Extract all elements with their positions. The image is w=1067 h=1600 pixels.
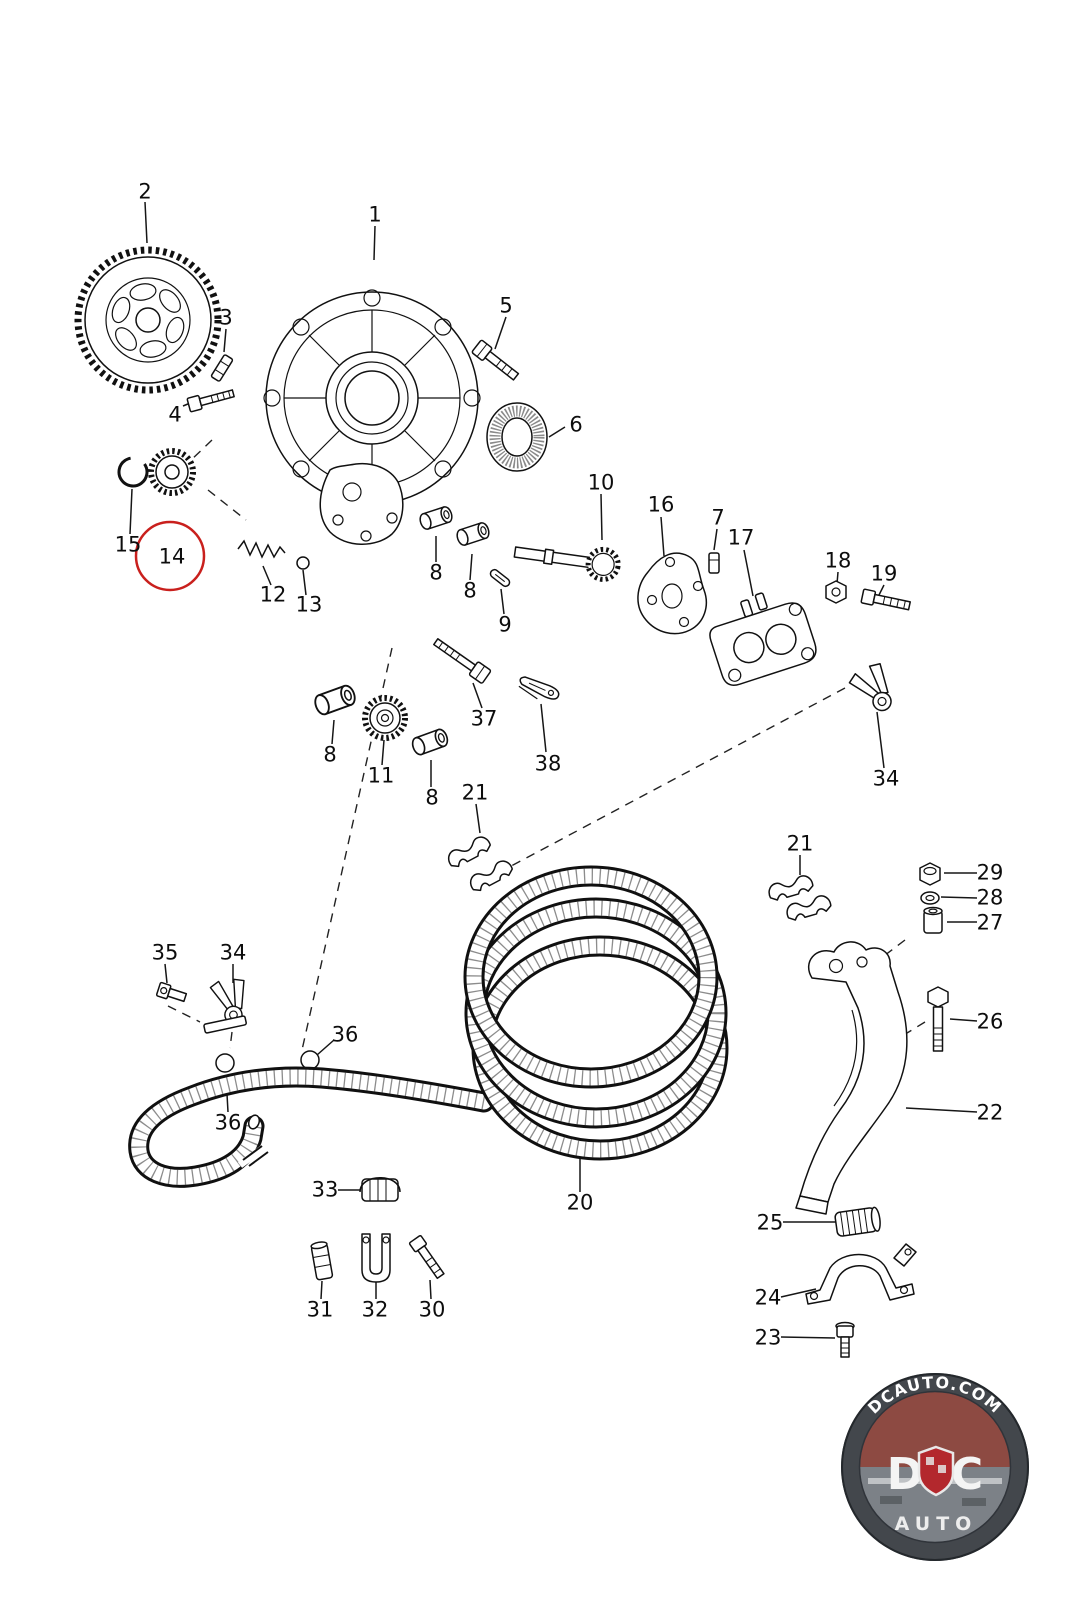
line-clamp-21a <box>447 836 491 868</box>
part-label-14-highlighted[interactable]: 14 <box>158 544 186 569</box>
logo-word-auto: AUTO <box>895 1513 978 1535</box>
part-label-10[interactable]: 10 <box>587 470 615 495</box>
line-clamp-21d <box>786 895 832 921</box>
fork-bracket-34a <box>848 663 892 712</box>
part-label-17[interactable]: 17 <box>727 525 755 550</box>
part-label-16[interactable]: 16 <box>647 492 675 517</box>
part-label-12[interactable]: 12 <box>259 582 287 607</box>
part-label-11[interactable]: 11 <box>367 763 395 788</box>
rubber-sleeve-25 <box>834 1206 881 1237</box>
bushing-8c <box>314 684 356 716</box>
part-label-37[interactable]: 37 <box>470 706 498 731</box>
retainer-clip <box>518 676 560 700</box>
part-label-21a[interactable]: 21 <box>461 780 489 805</box>
part-label-19[interactable]: 19 <box>870 561 898 586</box>
part-label-32[interactable]: 32 <box>361 1297 389 1322</box>
check-ball <box>296 556 310 570</box>
part-label-2[interactable]: 2 <box>138 179 152 204</box>
radial-seal-ring <box>486 402 548 472</box>
camshaft-sprocket <box>74 246 222 394</box>
line-clamp-21b <box>469 860 513 892</box>
bolt-35 <box>155 981 188 1003</box>
part-label-15[interactable]: 15 <box>114 532 142 557</box>
part-label-8a[interactable]: 8 <box>429 560 443 585</box>
part-label-23[interactable]: 23 <box>754 1325 782 1350</box>
highlight-circle-part-14 <box>134 520 206 592</box>
part-label-38[interactable]: 38 <box>534 751 562 776</box>
part-label-35[interactable]: 35 <box>151 940 179 965</box>
part-label-13[interactable]: 13 <box>295 592 323 617</box>
part-label-34a[interactable]: 34 <box>872 766 900 791</box>
bolt-23 <box>835 1321 855 1358</box>
logo-letter-c: C <box>951 1449 983 1500</box>
washer-28 <box>920 891 940 905</box>
mount-plate <box>203 1015 247 1034</box>
line-clamp-21c <box>768 875 814 901</box>
part-label-30[interactable]: 30 <box>418 1297 446 1322</box>
woodruff-key <box>489 568 511 588</box>
part-label-9[interactable]: 9 <box>498 612 512 637</box>
o-ring-36b <box>215 1053 235 1073</box>
part-label-3[interactable]: 3 <box>219 305 233 330</box>
bolt-5 <box>471 339 520 381</box>
pump-drive-shaft <box>513 546 621 582</box>
support-bracket <box>795 941 908 1215</box>
dowel-pin <box>210 354 234 382</box>
roller-pin <box>708 552 720 574</box>
part-label-21b[interactable]: 21 <box>786 831 814 856</box>
part-label-27[interactable]: 27 <box>976 910 1004 935</box>
part-label-25[interactable]: 25 <box>756 1210 784 1235</box>
part-label-8d[interactable]: 8 <box>425 785 439 810</box>
clevis-bracket-32 <box>361 1233 391 1283</box>
part-label-22[interactable]: 22 <box>976 1100 1004 1125</box>
nut-18 <box>825 580 847 604</box>
bolt-30 <box>408 1234 445 1280</box>
pump-gasket <box>637 552 708 635</box>
oil-pump-housing <box>709 592 817 686</box>
bushing-27 <box>923 906 943 934</box>
idler-gear <box>362 695 408 741</box>
screw-37 <box>433 638 492 684</box>
part-label-1[interactable]: 1 <box>368 202 382 227</box>
part-label-20[interactable]: 20 <box>566 1190 594 1215</box>
rubber-clamp-33 <box>359 1177 401 1202</box>
dc-auto-logo: DCAUTO.COM D C AUTO <box>841 1373 1029 1561</box>
bolt-4 <box>186 389 235 413</box>
part-label-36b[interactable]: 36 <box>214 1110 242 1135</box>
part-label-33[interactable]: 33 <box>311 1177 339 1202</box>
part-label-29[interactable]: 29 <box>976 860 1004 885</box>
logo-shield-icon <box>917 1445 955 1497</box>
part-label-4[interactable]: 4 <box>168 402 182 427</box>
bolt-19 <box>860 588 911 611</box>
part-label-6[interactable]: 6 <box>569 412 583 437</box>
part-label-24[interactable]: 24 <box>754 1285 782 1310</box>
logo-letter-d: D <box>887 1449 924 1500</box>
spring <box>237 539 286 559</box>
bushing-8d <box>411 728 449 756</box>
bolt-26 <box>927 986 949 1052</box>
timing-cover-plate <box>263 289 481 545</box>
lock-nut-29 <box>919 862 941 886</box>
oil-pump-drive-gear <box>148 448 196 496</box>
spacer-sleeve-31 <box>310 1241 334 1281</box>
part-label-36a[interactable]: 36 <box>331 1022 359 1047</box>
snap-ring <box>117 456 149 488</box>
part-label-7[interactable]: 7 <box>711 505 725 530</box>
part-label-26[interactable]: 26 <box>976 1009 1004 1034</box>
part-label-31[interactable]: 31 <box>306 1297 334 1322</box>
oil-cooler-line <box>128 865 729 1188</box>
o-ring-36a <box>300 1050 320 1070</box>
part-label-8c[interactable]: 8 <box>323 742 337 767</box>
clamp-bracket-24 <box>805 1243 917 1305</box>
part-label-8b[interactable]: 8 <box>463 578 477 603</box>
part-label-18[interactable]: 18 <box>824 548 852 573</box>
part-label-5[interactable]: 5 <box>499 293 513 318</box>
part-label-34b[interactable]: 34 <box>219 940 247 965</box>
part-label-28[interactable]: 28 <box>976 885 1004 910</box>
bushing-8a <box>419 506 453 530</box>
bushing-8b <box>456 522 490 546</box>
